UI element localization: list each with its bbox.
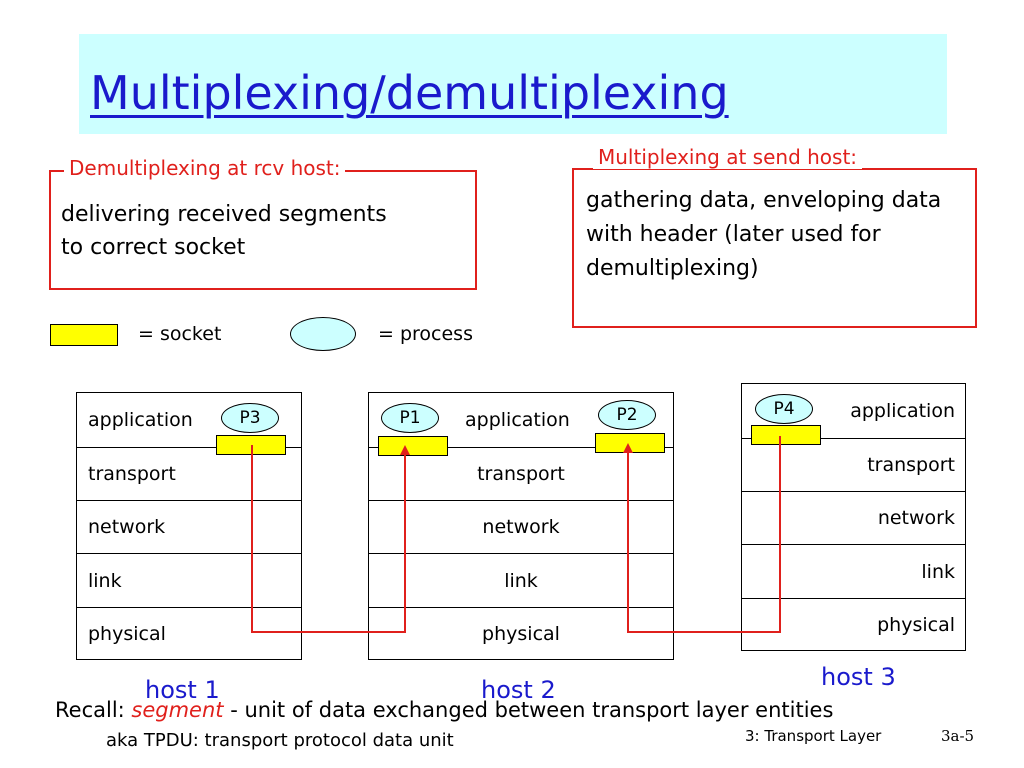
footer-chapter: 3: Transport Layer [745, 727, 882, 745]
slide-title: Multiplexing/demultiplexing [90, 66, 729, 120]
host3-stack: application transport network link physi… [741, 383, 966, 651]
host2-process-p1: P1 [381, 403, 439, 433]
host1-layer-link: link [77, 553, 301, 607]
host3-label: host 3 [821, 663, 896, 691]
recall-suffix: - unit of data exchanged between transpo… [223, 698, 834, 722]
mux-box-text-line2: with header (later used for [586, 222, 881, 247]
host1-stack: application transport network link physi… [76, 392, 302, 660]
host1-process-p3: P3 [221, 403, 279, 433]
title-band [79, 34, 947, 134]
legend-socket-icon [50, 324, 118, 346]
legend-process-label: = process [378, 323, 473, 345]
legend-process-icon [290, 317, 356, 351]
host2-label: host 2 [481, 676, 556, 704]
host1-label: host 1 [145, 676, 220, 704]
demux-box-text-line1: delivering received segments [61, 202, 387, 227]
recall-line: Recall: segment - unit of data exchanged… [55, 698, 833, 722]
host1-layer-application: application [88, 409, 193, 431]
host3-layer-physical: physical [742, 598, 965, 651]
recall-prefix: Recall: [55, 698, 132, 722]
demux-box-text-line2: to correct socket [61, 235, 246, 260]
host1-layer-physical: physical [77, 607, 301, 660]
footer-slide-number: 3a-5 [941, 727, 975, 745]
mux-box-text-line1: gathering data, enveloping data [586, 188, 942, 213]
host2-socket-left [378, 436, 448, 456]
demux-box-label: Demultiplexing at rcv host: [64, 156, 346, 180]
recall-term: segment [131, 698, 224, 722]
host3-layer-link: link [742, 544, 965, 598]
recall-line2: aka TPDU: transport protocol data unit [106, 730, 454, 751]
host3-layer-transport: transport [742, 438, 965, 491]
host2-layer-network: network [369, 500, 673, 553]
host1-layer-network: network [77, 500, 301, 553]
host2-layer-application: application [465, 409, 570, 431]
host3-process-p4: P4 [755, 394, 813, 424]
host2-socket-right [595, 433, 665, 453]
host2-process-p2: P2 [598, 400, 656, 430]
host1-socket [216, 435, 286, 455]
host3-layer-application: application [850, 400, 955, 422]
demux-box [49, 170, 477, 290]
legend-socket-label: = socket [138, 323, 222, 345]
host2-layer-link: link [369, 553, 673, 607]
host1-layer-transport: transport [77, 447, 301, 500]
host2-layer-physical: physical [369, 607, 673, 660]
host2-layer-transport: transport [369, 447, 673, 500]
host3-socket [751, 425, 821, 445]
mux-box [572, 168, 977, 328]
mux-box-text-line3: demultiplexing) [586, 256, 759, 281]
mux-box-label: Multiplexing at send host: [593, 145, 863, 169]
host3-layer-network: network [742, 491, 965, 544]
